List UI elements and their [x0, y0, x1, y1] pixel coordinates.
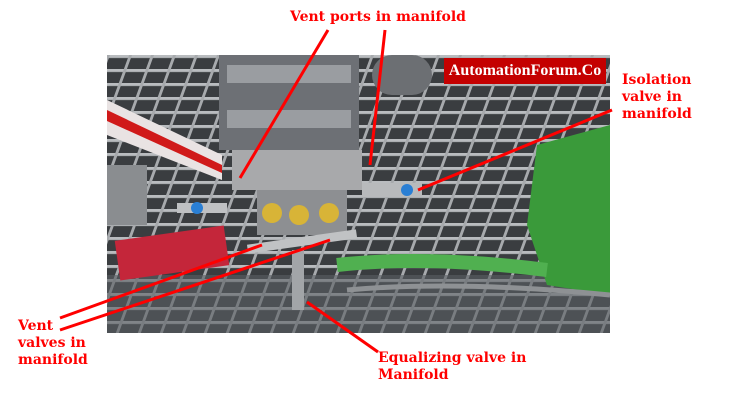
label-vent-valves: Vent valves in manifold [18, 318, 88, 369]
label-line: valves in [18, 335, 86, 351]
arrow-vent-port-right [368, 29, 387, 166]
valve-handle [289, 205, 309, 225]
label-line: Vent [18, 318, 54, 334]
label-line: manifold [622, 106, 692, 122]
arrow-isolation [417, 108, 613, 192]
label-line: Isolation [622, 72, 692, 88]
label-line: Equalizing valve in [378, 350, 527, 366]
arrow-equalizing [306, 300, 379, 354]
label-line: Manifold [378, 367, 449, 383]
label-line: valve in [622, 89, 682, 105]
valve-handle [262, 203, 282, 223]
label-isolation-valve: Isolation valve in manifold [622, 72, 692, 123]
label-equalizing-valve: Equalizing valve in Manifold [378, 350, 526, 384]
label-line: manifold [18, 352, 88, 368]
watermark-logo: AutomationForum.Co [444, 58, 606, 84]
arrow-vent-port-left [238, 29, 330, 179]
arrow-vent-valve-1 [59, 243, 263, 320]
arrow-vent-valve-2 [59, 238, 331, 332]
valve-handle [319, 203, 339, 223]
label-vent-ports: Vent ports in manifold [290, 9, 466, 25]
